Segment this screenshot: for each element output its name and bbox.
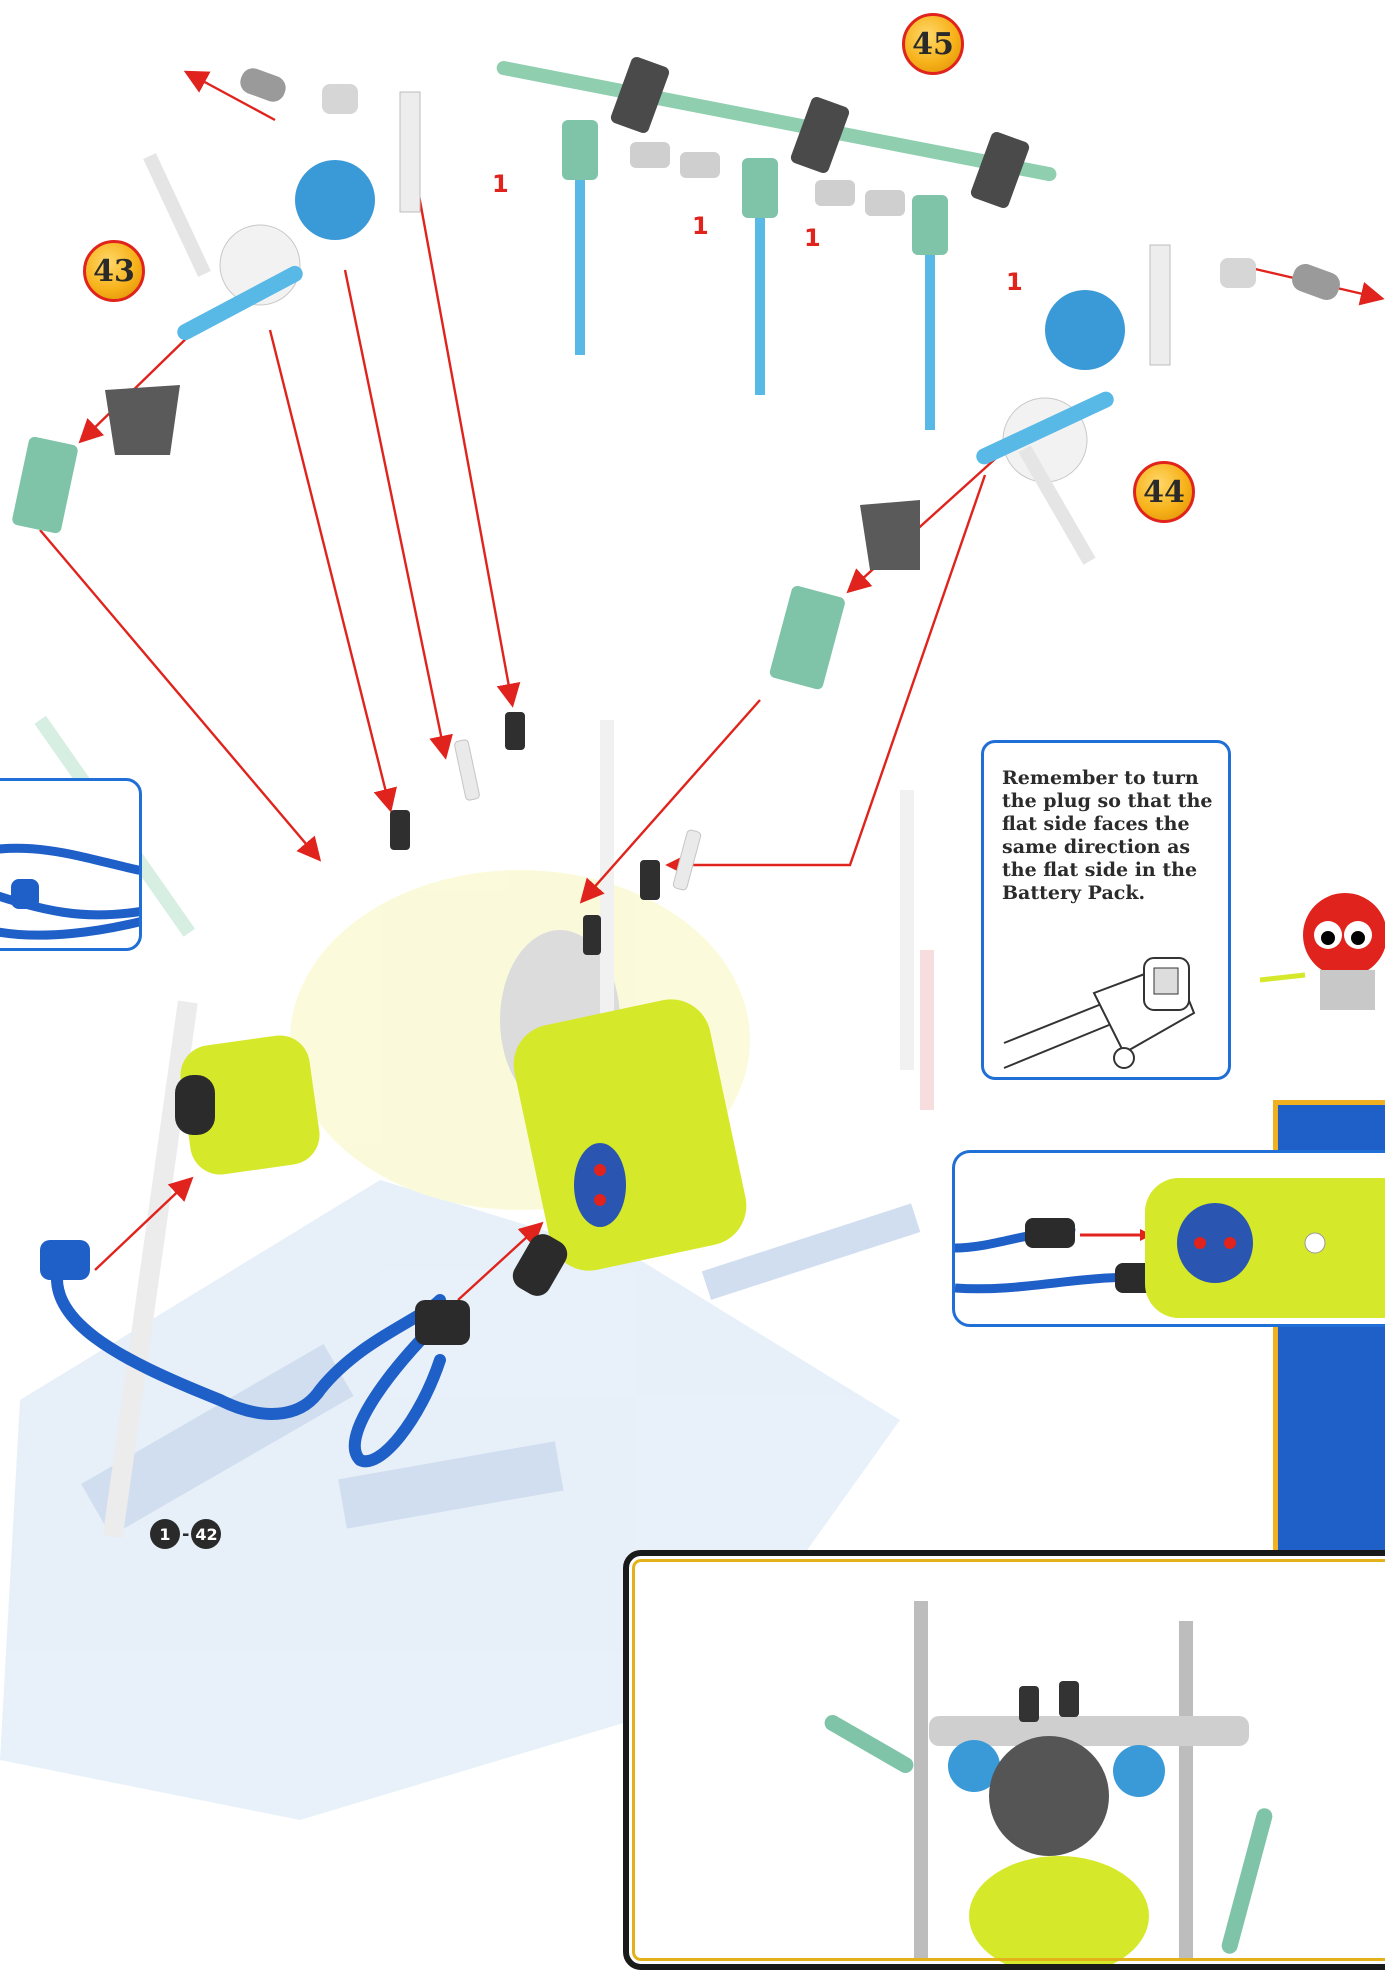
- step-45-badge: 45: [902, 13, 964, 75]
- battery-connection-inset: [952, 1150, 1385, 1327]
- note-text: Remember to turn the plug so that the fl…: [1002, 767, 1222, 905]
- step43-parts: [11, 92, 420, 534]
- plug-orientation-note: Remember to turn the plug so that the fl…: [981, 740, 1231, 1080]
- reference-start: 1: [150, 1519, 180, 1549]
- cable-detail-inset-left: [0, 778, 142, 951]
- part-callout: 1: [1006, 268, 1023, 296]
- step-43-label: 43: [93, 254, 135, 289]
- reference-end: 42: [191, 1519, 221, 1549]
- reference-separator: -: [182, 1524, 189, 1545]
- step44-parts: [768, 245, 1170, 691]
- completed-model-drawing: [629, 1556, 1385, 1964]
- battery-connection-drawing: [955, 1153, 1385, 1327]
- step-44-label: 44: [1143, 475, 1185, 510]
- part-callout: 1: [804, 224, 821, 252]
- step-45-label: 45: [912, 27, 954, 62]
- mascot-character: [1260, 893, 1385, 1010]
- part-callout: 1: [692, 212, 709, 240]
- step-43-badge: 43: [83, 240, 145, 302]
- cable-detail-drawing: [0, 781, 142, 951]
- completed-model-inset: [623, 1550, 1385, 1970]
- previous-steps-reference: 1 - 42: [150, 1519, 221, 1549]
- part-callout: 1: [492, 170, 509, 198]
- step-44-badge: 44: [1133, 461, 1195, 523]
- plug-diagram: [994, 943, 1219, 1073]
